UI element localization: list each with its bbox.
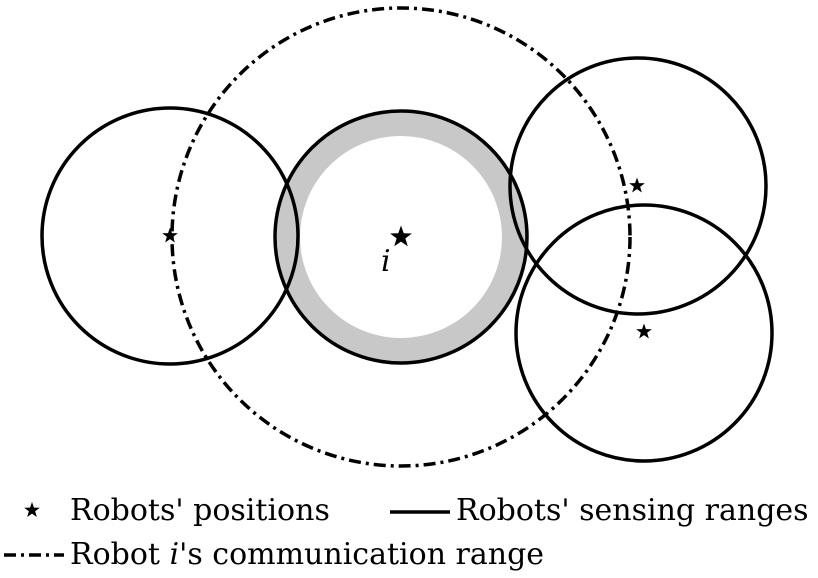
- robot-i-sensing-ring: [276, 112, 526, 362]
- robot-left-position-star: [162, 227, 178, 243]
- legend-sensing-label: Robots' sensing ranges: [456, 493, 809, 528]
- robot-lower-right-position-star: [636, 323, 652, 339]
- robot-upper-right-sensing-range: [508, 56, 768, 316]
- robot-left-sensing-range: [40, 106, 300, 366]
- robot-i-sensing-range: [273, 109, 529, 365]
- robot-lower-right-sensing-range: [514, 203, 774, 463]
- legend-positions-label: Robots' positions: [70, 493, 330, 528]
- robot-upper-right-position-star: [629, 177, 645, 193]
- legend-communication-suffix: 's communication range: [179, 537, 545, 572]
- robot-i-label: i: [381, 244, 391, 279]
- legend-position-star-icon: [24, 502, 40, 517]
- legend-communication-robot-i: i: [169, 537, 180, 572]
- robot-i-position-star: [390, 225, 412, 247]
- legend-communication-label: Robot i's communication range: [70, 540, 544, 570]
- legend-communication-prefix: Robot: [70, 537, 170, 572]
